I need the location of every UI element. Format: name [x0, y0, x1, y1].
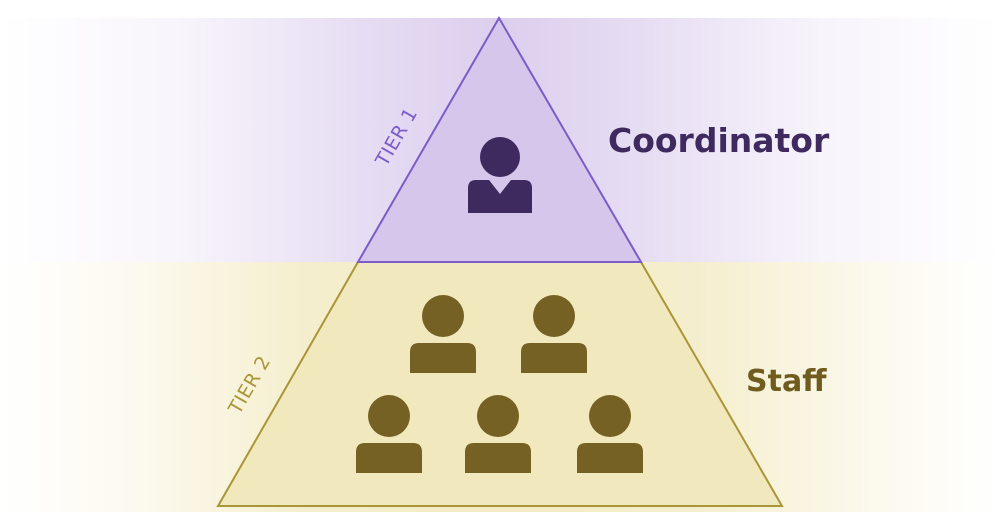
tier-1-label: TIER 1: [371, 104, 422, 171]
staff-person-icon: [356, 395, 422, 473]
staff-person-icon: [465, 395, 531, 473]
tier-2-label: TIER 2: [224, 352, 275, 419]
staff-person-icon: [577, 395, 643, 473]
staff-person-icon: [410, 295, 476, 373]
staff-role-label: Staff: [746, 364, 827, 399]
coordinator-person-icon: [468, 137, 532, 213]
coordinator-role-label: Coordinator: [608, 121, 830, 160]
staff-person-icon: [521, 295, 587, 373]
